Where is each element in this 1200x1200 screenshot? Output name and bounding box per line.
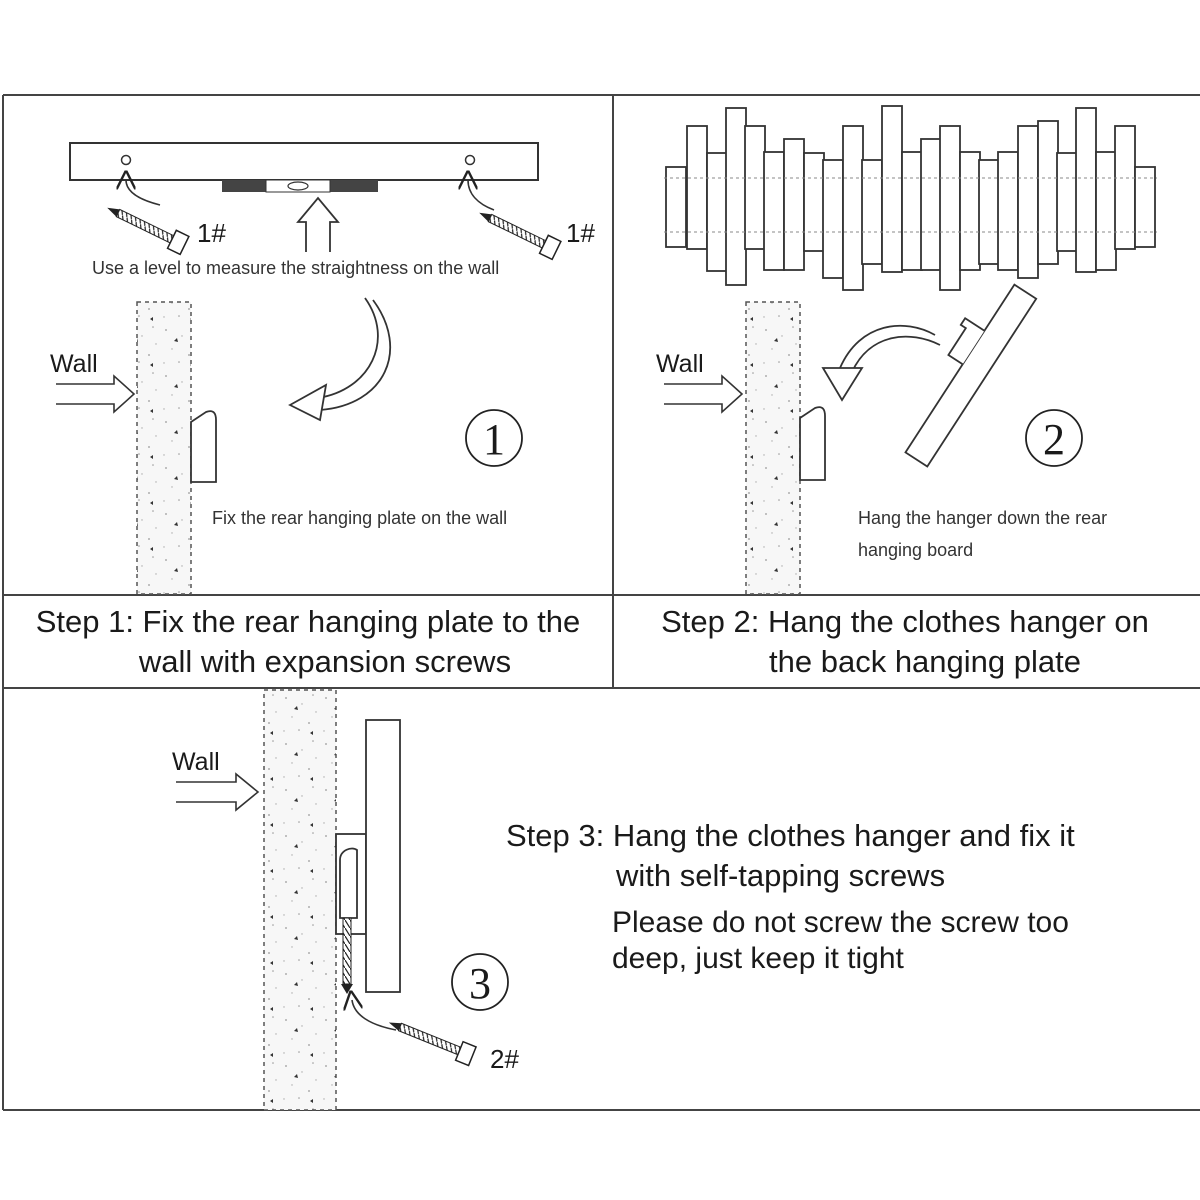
panel-1: 1# 1# Use a level to measure the straigh… bbox=[36, 142, 595, 679]
level-caption: Use a level to measure the straightness … bbox=[92, 258, 499, 278]
tilted-hanger-board bbox=[904, 283, 1038, 468]
curve-arrow-icon bbox=[352, 1000, 397, 1031]
hang-caption-line-2: hanging board bbox=[858, 540, 973, 560]
mounted-plate bbox=[190, 410, 217, 483]
wall-section bbox=[263, 689, 337, 1111]
screw-hole-left bbox=[120, 154, 132, 166]
installed-hanger bbox=[335, 719, 401, 993]
screw-hole-right bbox=[464, 154, 476, 166]
mounted-plate bbox=[799, 406, 826, 481]
curve-arrow-icon bbox=[126, 180, 161, 206]
up-arrow-icon bbox=[296, 196, 340, 252]
hang-caption-line-1: Hang the hanger down the rear bbox=[858, 508, 1107, 528]
wall-section bbox=[136, 301, 192, 595]
wall-arrow-icon bbox=[56, 374, 136, 414]
note-line-2: deep, just keep it tight bbox=[612, 942, 905, 975]
screw-label-left: 1# bbox=[197, 218, 226, 248]
step-3-line-1: Step 3: Hang the clothes hanger and fix … bbox=[506, 818, 1075, 853]
big-curve-arrow-icon bbox=[821, 324, 941, 402]
wall-arrow-icon bbox=[176, 772, 260, 812]
step-1-line-2: wall with expansion screws bbox=[138, 644, 511, 679]
step-badge-3 bbox=[451, 953, 509, 1011]
spirit-level-icon bbox=[222, 179, 378, 193]
wall-section bbox=[745, 301, 801, 595]
wall-label: Wall bbox=[50, 350, 98, 378]
wall-label: Wall bbox=[172, 748, 220, 776]
screw-2-icon bbox=[388, 1022, 478, 1067]
fix-caption: Fix the rear hanging plate on the wall bbox=[212, 508, 507, 528]
step-3-line-2: with self-tapping screws bbox=[615, 858, 945, 893]
step-badge-2 bbox=[1025, 409, 1083, 467]
screw-1-icon bbox=[107, 207, 190, 256]
screw-vertical-icon bbox=[341, 917, 353, 994]
note-line-1: Please do not screw the screw too bbox=[612, 906, 1069, 939]
step-badge-3-number: 3 bbox=[469, 959, 491, 1008]
step-2-line-2: the back hanging plate bbox=[769, 644, 1081, 679]
screw-label: 2# bbox=[490, 1044, 519, 1074]
wall-arrow-icon bbox=[664, 374, 744, 414]
step-badge-1 bbox=[465, 409, 523, 467]
panel-3: Wall 2# 3 Step 3: Hang the clothes hange… bbox=[172, 689, 1075, 1111]
curve-arrow-icon bbox=[468, 180, 495, 211]
clothes-hanger-illustration bbox=[664, 105, 1157, 291]
panel-2: Wall 2 Hang the hanger down the rear han… bbox=[656, 105, 1157, 679]
step-badge-2-number: 2 bbox=[1043, 415, 1065, 464]
big-curve-arrow-icon bbox=[288, 297, 391, 422]
screw-label-right: 1# bbox=[566, 218, 595, 248]
wall-label: Wall bbox=[656, 350, 704, 378]
step-2-line-1: Step 2: Hang the clothes hanger on bbox=[661, 604, 1149, 639]
step-badge-1-number: 1 bbox=[483, 415, 505, 464]
step-1-line-1: Step 1: Fix the rear hanging plate to th… bbox=[36, 604, 581, 639]
screw-1-icon bbox=[479, 212, 562, 261]
panel-grid bbox=[2, 94, 1200, 1111]
